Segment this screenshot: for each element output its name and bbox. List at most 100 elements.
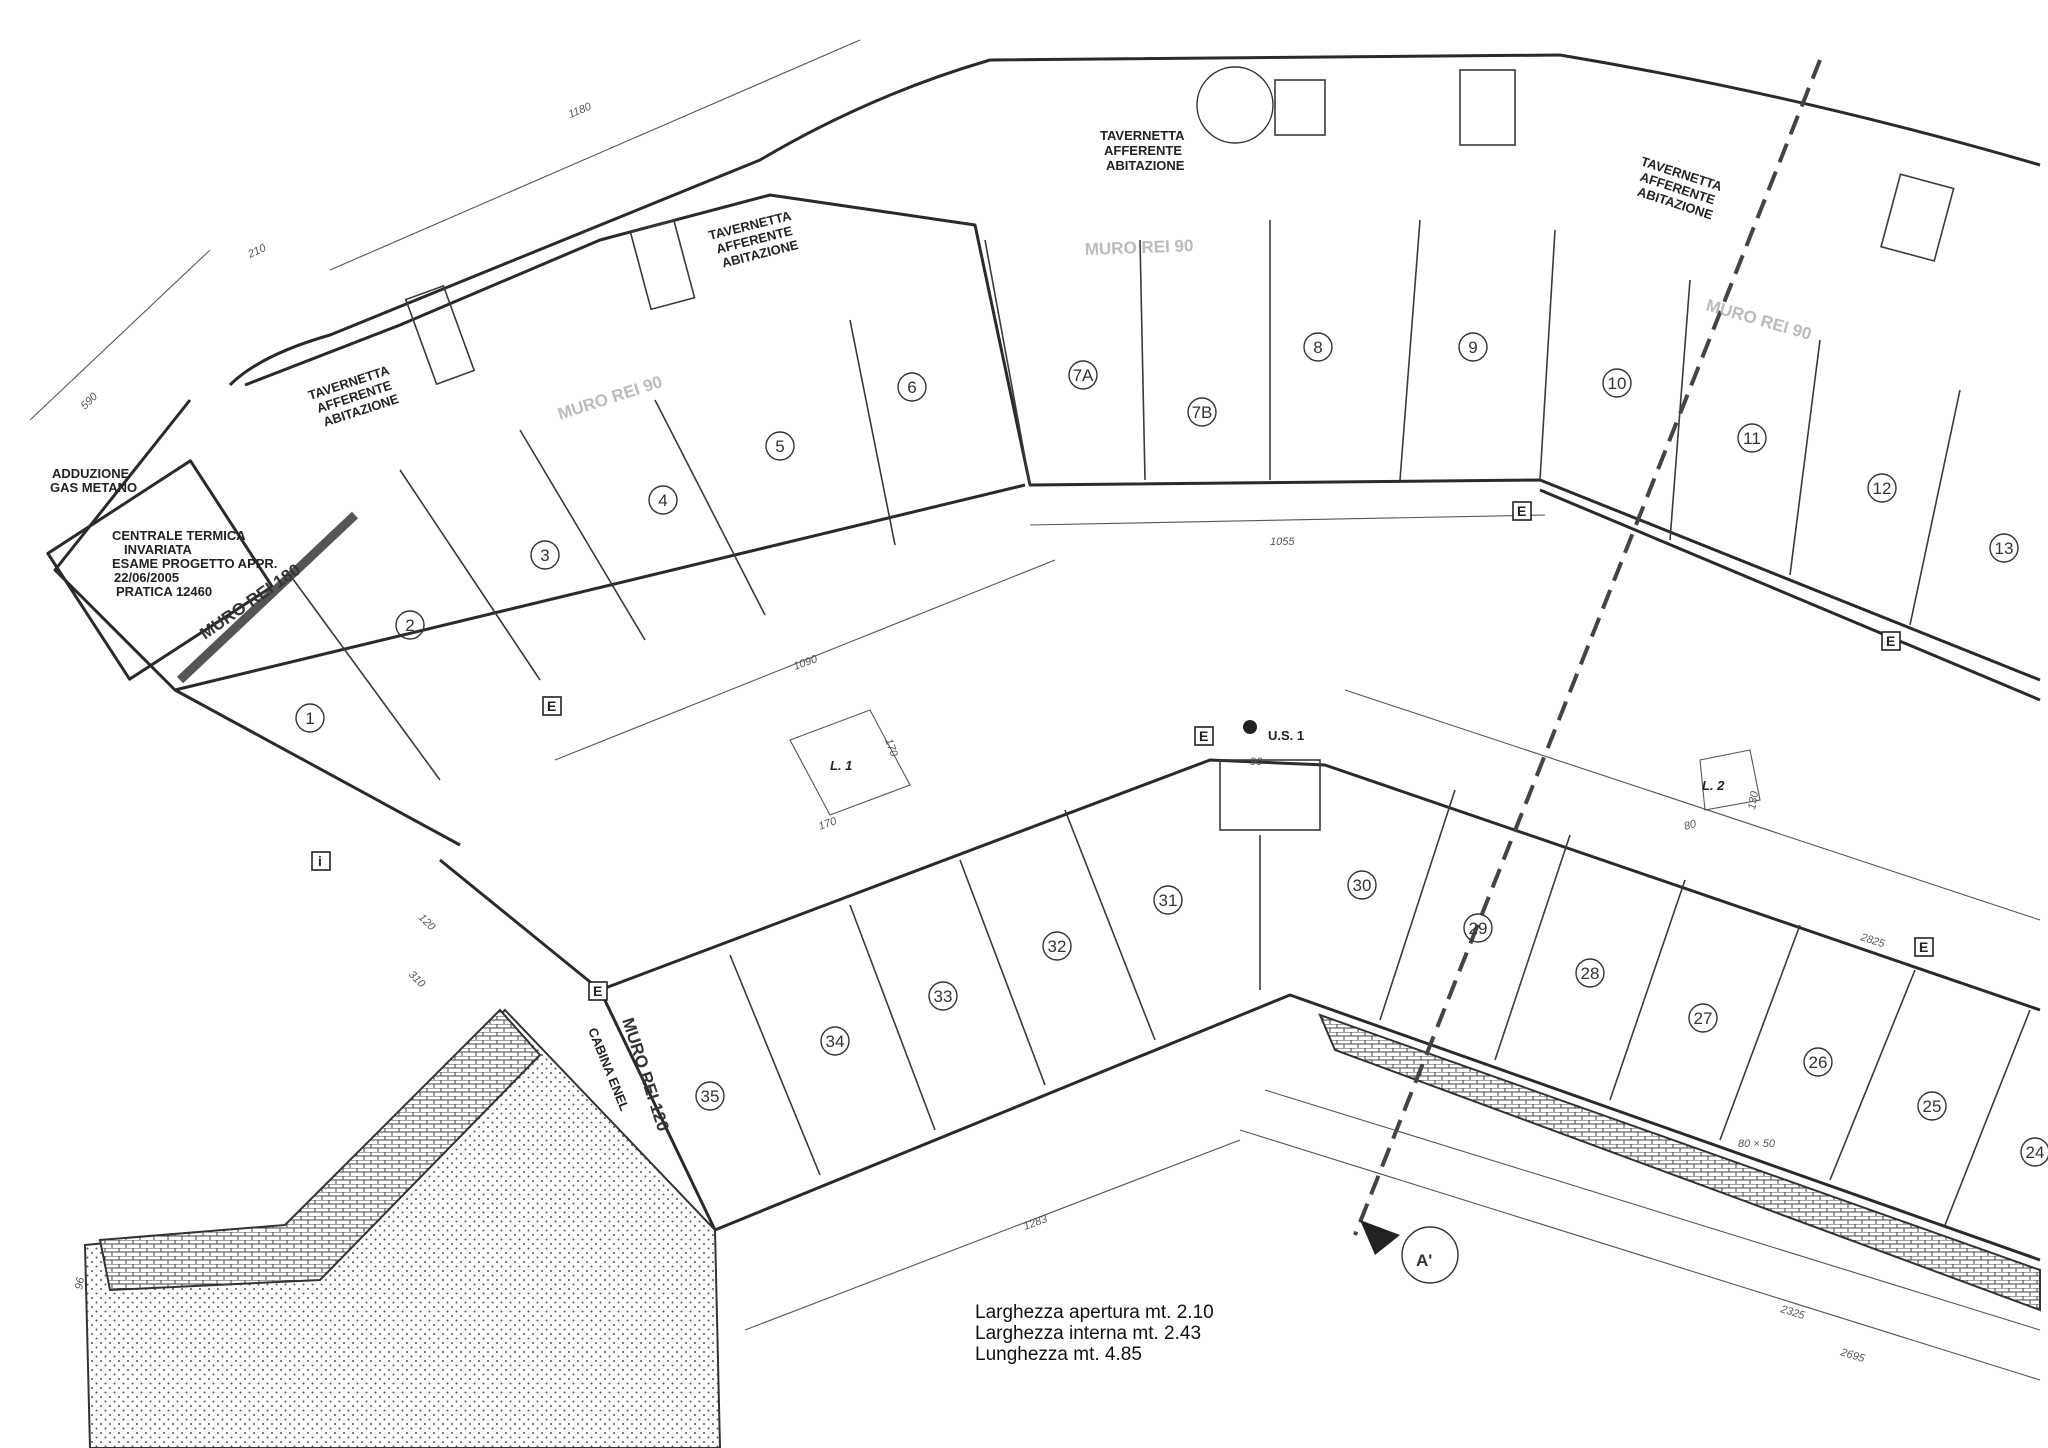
garage-number: 27: [1694, 1009, 1713, 1028]
garage-10: 10: [1602, 368, 1632, 398]
garage-number: 34: [826, 1032, 845, 1051]
garage-circle: [1688, 1003, 1718, 1033]
garage-number: 25: [1923, 1097, 1942, 1116]
garage-dividers-north: [289, 219, 1961, 781]
section-label: A': [1416, 1251, 1432, 1270]
garage-number: 10: [1608, 374, 1627, 393]
garage-number: 11: [1743, 429, 1761, 448]
garage-number: 2: [405, 616, 414, 635]
south-wall: [714, 993, 2041, 1262]
note-line-apertura: Larghezza apertura mt. 2.10: [975, 1302, 1214, 1323]
svg-text:80: 80: [1683, 818, 1699, 833]
garage-31: 31: [1153, 885, 1183, 915]
svg-text:120: 120: [416, 912, 438, 934]
garage-circle: [1153, 885, 1183, 915]
svg-text:130: 130: [1746, 789, 1761, 810]
garage-27: 27: [1688, 1003, 1718, 1033]
garage-circle: [820, 1026, 850, 1056]
garage-number: 13: [1995, 539, 2014, 558]
garage-circle: [1803, 1047, 1833, 1077]
garage-29: 29: [1463, 913, 1493, 943]
garage-number: 26: [1809, 1053, 1828, 1072]
muro-rei-120-label: MURO REI 120: [618, 1015, 673, 1133]
muro-rei-90-label-left: MURO REI 90: [555, 372, 664, 424]
garage-4: 4: [648, 485, 678, 515]
garage-number: 29: [1469, 919, 1488, 938]
garage-circle: [1463, 913, 1493, 943]
garage-circle: [1042, 931, 1072, 961]
l2-label: L. 2: [1702, 778, 1725, 793]
garage-5: 5: [765, 431, 795, 461]
garage-circle: [1187, 397, 1217, 427]
tavernetta-label-2: TAVERNETTA AFFERENTE ABITAZIONE: [707, 208, 800, 271]
garage-number: 24: [2026, 1143, 2045, 1162]
garage-8: 8: [1303, 332, 1333, 362]
svg-text:1090: 1090: [792, 653, 820, 673]
tavernetta-label-4: TAVERNETTA AFFERENTE ABITAZIONE: [1636, 154, 1725, 223]
svg-text:PRATICA 12460: PRATICA 12460: [116, 584, 212, 599]
svg-text:ABITAZIONE: ABITAZIONE: [1106, 158, 1185, 173]
hydrant-icon: [1243, 720, 1257, 734]
garage-circle: [1068, 360, 1098, 390]
garage-number: 32: [1048, 937, 1067, 956]
garage-circle: [1458, 332, 1488, 362]
garage-9: 9: [1458, 332, 1488, 362]
garage-number: 7A: [1073, 366, 1094, 385]
corridor-wall-north: [174, 483, 2041, 702]
garage-7A: 7A: [1068, 360, 1098, 390]
svg-text:1180: 1180: [567, 100, 594, 120]
section-line: [1353, 59, 1822, 1236]
svg-text:2695: 2695: [1838, 1346, 1867, 1365]
svg-text:E: E: [547, 698, 556, 714]
svg-text:CENTRALE TERMICA: CENTRALE TERMICA: [112, 528, 246, 543]
garage-circle: [1917, 1091, 1947, 1121]
garage-circle: [1303, 332, 1333, 362]
garage-7B: 7B: [1187, 397, 1217, 427]
garage-number: 6: [907, 378, 916, 397]
svg-text:96: 96: [73, 1276, 87, 1291]
svg-text:210: 210: [245, 242, 268, 261]
garage-number: 30: [1353, 876, 1372, 895]
garage-34: 34: [820, 1026, 850, 1056]
svg-text:590: 590: [79, 390, 101, 412]
svg-text:E: E: [1919, 939, 1928, 955]
garage-2: 2: [395, 610, 425, 640]
garage-circle: [765, 431, 795, 461]
svg-text:90: 90: [1250, 756, 1263, 768]
exterior-area: [83, 1008, 722, 1448]
svg-text:E: E: [593, 983, 602, 999]
l1-label: L. 1: [830, 758, 852, 773]
svg-text:ESAME PROGETTO APPR.: ESAME PROGETTO APPR.: [112, 556, 277, 571]
tavernetta-label-3: TAVERNETTA AFFERENTE ABITAZIONE: [1100, 128, 1185, 173]
svg-text:170: 170: [882, 737, 900, 759]
svg-text:E: E: [1517, 503, 1526, 519]
garage-1: 1: [295, 703, 325, 733]
muro-rei-90-label-right: MURO REI 90: [1704, 296, 1814, 344]
svg-text:310: 310: [406, 969, 428, 991]
garage-11: 11: [1737, 423, 1767, 453]
garage-number: 8: [1313, 338, 1322, 357]
garage-26: 26: [1803, 1047, 1833, 1077]
garage-33: 33: [928, 981, 958, 1011]
garage-circle: [295, 703, 325, 733]
svg-text:TAVERNETTA: TAVERNETTA: [1100, 128, 1185, 143]
garage-circle: [395, 610, 425, 640]
garage-number: 5: [775, 437, 784, 456]
garage-28: 28: [1575, 958, 1605, 988]
outer-wall-west: [53, 399, 461, 847]
muro-rei-180-wall: [176, 511, 359, 684]
section-circle: [1401, 1226, 1459, 1284]
outer-wall-north: [228, 53, 2041, 387]
garage-12: 12: [1867, 473, 1897, 503]
tavernetta-label-1: TAVERNETTA AFFERENTE ABITAZIONE: [306, 362, 401, 429]
garage-circle: [530, 540, 560, 570]
garage-circle: [1737, 423, 1767, 453]
garage-number: 31: [1159, 891, 1178, 910]
garage-circle: [2020, 1137, 2048, 1167]
garage-number: 28: [1581, 964, 1600, 983]
exterior-paving: [98, 1008, 542, 1292]
svg-text:E: E: [1886, 633, 1895, 649]
garage-circle: [648, 485, 678, 515]
svg-text:1055: 1055: [1270, 536, 1295, 548]
garage-circle: [1575, 958, 1605, 988]
